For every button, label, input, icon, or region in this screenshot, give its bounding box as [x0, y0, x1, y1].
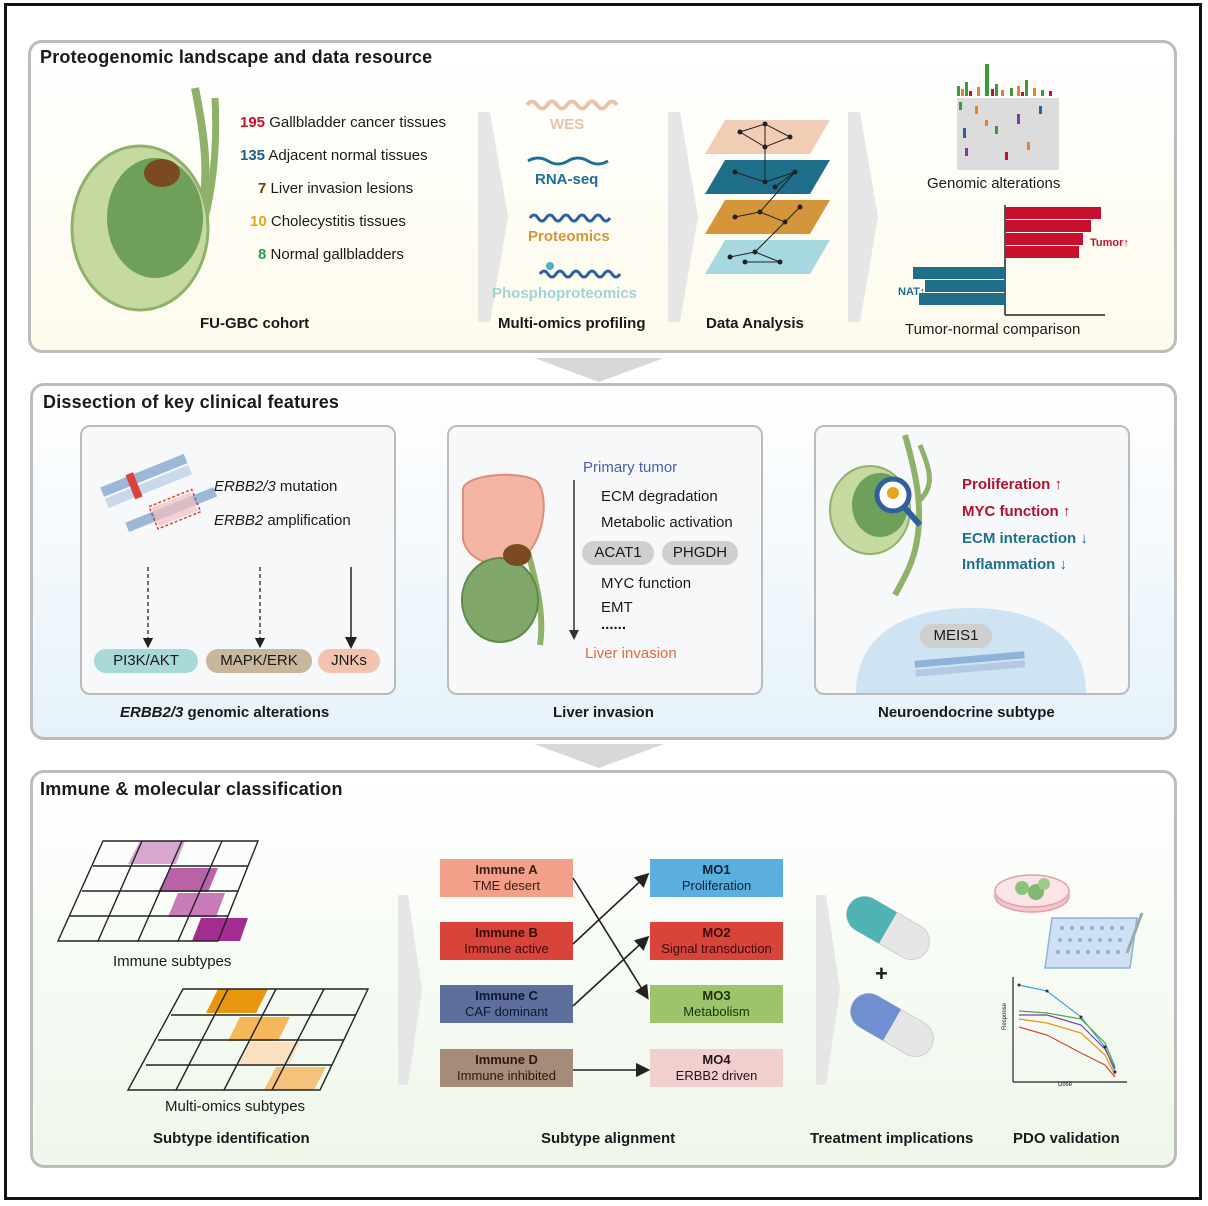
cohort-row-2: 135 Adjacent normal tissues	[240, 147, 428, 164]
alignment-label: Subtype alignment	[541, 1130, 676, 1147]
figure-frame	[4, 3, 1202, 1200]
omics-phosphoproteomics: Phosphoproteomics	[492, 285, 638, 302]
genomic-alterations-heatmap	[957, 64, 1059, 170]
erbb-caption: ERBB2/3 genomic alterations	[120, 704, 330, 721]
omics-wes: WES	[550, 116, 585, 133]
chevron-right-icon	[398, 895, 422, 1085]
protein-icon	[528, 213, 612, 223]
mo-subtypes-label: Multi-omics subtypes	[165, 1098, 306, 1115]
treatment-label: Treatment implications	[810, 1130, 974, 1147]
neuro-background-dome	[856, 608, 1086, 693]
chevron-right-icon	[816, 895, 840, 1085]
gene-meis1: MEIS1	[920, 624, 992, 648]
cohort-row-4: 10 Cholecystitis tissues	[250, 213, 406, 230]
chevron-right-icon	[848, 112, 878, 322]
gallbladder-magnifier-illustration	[829, 434, 932, 597]
liver-step-ellipsis: ......	[601, 616, 627, 633]
panel-title-data-resource: Proteogenomic landscape and data resourc…	[40, 47, 433, 67]
petri-dish-icon	[994, 874, 1070, 913]
liver-caption: Liver invasion	[553, 704, 654, 721]
immune-subtype-grid	[56, 840, 260, 942]
neuro-feature-ecm: ECM interaction ↓	[962, 530, 1088, 547]
analysis-label: Data Analysis	[706, 315, 804, 332]
panel-title-clinical-features: Dissection of key clinical features	[43, 392, 340, 412]
liver-step-myc: MYC function	[601, 575, 692, 592]
neuro-feature-myc: MYC function ↑	[962, 503, 1071, 520]
dose-axis-label: Dose	[1058, 1082, 1073, 1088]
cohort-label: FU-GBC cohort	[200, 315, 310, 332]
liver-end: Liver invasion	[585, 645, 677, 662]
immune-subtypes-label: Immune subtypes	[113, 953, 232, 970]
gene-acat1: ACAT1	[582, 541, 654, 565]
plus-sign: +	[875, 961, 888, 986]
panel-title-classification: Immune & molecular classification	[40, 779, 343, 799]
chevron-down-icon	[534, 744, 664, 768]
dna-wes-icon	[525, 99, 619, 111]
cohort-row-1: 195 Gallbladder cancer tissues	[240, 114, 446, 131]
response-axis-label: Response	[1002, 1002, 1008, 1030]
well-plate-icon	[1044, 912, 1144, 969]
erbb-amplification-text: ERBB2 amplification	[214, 512, 351, 529]
panel-classification	[30, 770, 1177, 1168]
identification-label: Subtype identification	[153, 1130, 310, 1147]
cohort-row-5: 8 Normal gallbladders	[258, 246, 404, 263]
nat-up-label: NAT↑	[898, 286, 926, 298]
dose-response-chart	[1012, 977, 1127, 1083]
dna-strand-icon	[914, 651, 1026, 677]
pathway-arrows	[142, 567, 357, 649]
chevron-down-icon	[534, 358, 664, 382]
pathway-mapk: MAPK/ERK	[206, 649, 312, 673]
omics-proteomics: Proteomics	[528, 228, 610, 245]
comparison-label: Tumor-normal comparison	[905, 321, 1081, 338]
omics-label: Multi-omics profiling	[498, 315, 646, 332]
chevron-right-icon	[668, 112, 698, 322]
tumor-up-label: Tumor↑	[1090, 237, 1129, 249]
omics-rnaseq: RNA-seq	[535, 171, 599, 188]
liver-start: Primary tumor	[583, 459, 678, 476]
alignment-arrows	[572, 872, 651, 1078]
tumor-normal-bar-chart	[913, 205, 1105, 316]
liver-step-emt: EMT	[601, 599, 633, 616]
erbb-mutation-text: ERBB2/3 mutation	[214, 478, 338, 495]
liver-step-metabolic: Metabolic activation	[601, 514, 733, 531]
up-arrow-icon: ↑	[1123, 237, 1129, 249]
gene-phgdh: PHGDH	[662, 541, 738, 565]
rna-icon	[527, 156, 609, 166]
phospho-protein-icon	[538, 262, 622, 279]
neuro-feature-proliferation: Proliferation ↑	[962, 476, 1063, 493]
neuro-caption: Neuroendocrine subtype	[878, 704, 1055, 721]
pathway-pi3k: PI3K/AKT	[94, 649, 198, 673]
capsule-icon	[850, 993, 934, 1057]
liver-invasion-illustration	[461, 473, 545, 646]
capsule-icon	[846, 896, 930, 960]
cohort-row-3: 7 Liver invasion lesions	[258, 180, 414, 197]
progression-arrow	[569, 480, 579, 640]
chevron-right-icon	[478, 112, 508, 322]
network-layers-illustration	[705, 120, 830, 274]
dna-mutation-icon	[100, 453, 218, 533]
up-arrow-icon: ↑	[919, 286, 926, 298]
pathway-jnks: JNKs	[318, 649, 380, 673]
neuro-feature-inflammation: Inflammation ↓	[962, 556, 1068, 573]
pdo-label: PDO validation	[1013, 1130, 1120, 1147]
liver-step-ecm: ECM degradation	[601, 488, 718, 505]
multiomics-subtype-grid	[126, 988, 370, 1091]
genomic-label: Genomic alterations	[927, 175, 1061, 192]
gallbladder-illustration	[70, 87, 220, 312]
